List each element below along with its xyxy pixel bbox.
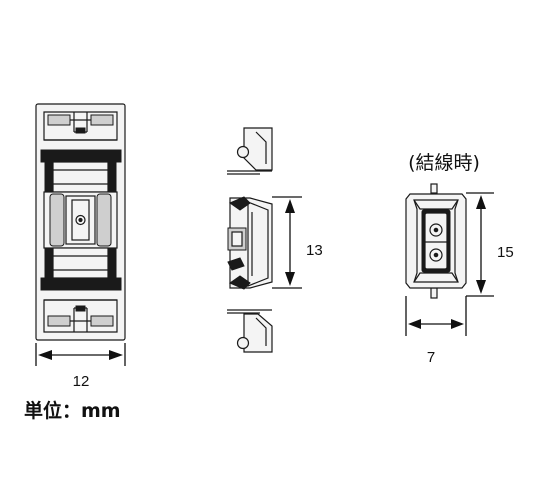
side-height-dimension xyxy=(272,196,302,289)
front-width-label: 12 xyxy=(73,373,90,390)
wired-view-caption: (結線時) xyxy=(408,152,480,174)
wired-width-dimension xyxy=(405,296,467,336)
wired-width-label: 7 xyxy=(427,349,435,366)
wired-height-label: 15 xyxy=(497,244,514,261)
front-view-part xyxy=(35,103,126,341)
wired-view-part xyxy=(405,183,467,299)
front-width-dimension xyxy=(35,343,126,366)
side-height-label: 13 xyxy=(306,242,323,259)
unit-label: 単位：mm xyxy=(24,399,121,422)
side-view-part xyxy=(227,127,273,353)
wired-height-dimension xyxy=(466,192,494,297)
